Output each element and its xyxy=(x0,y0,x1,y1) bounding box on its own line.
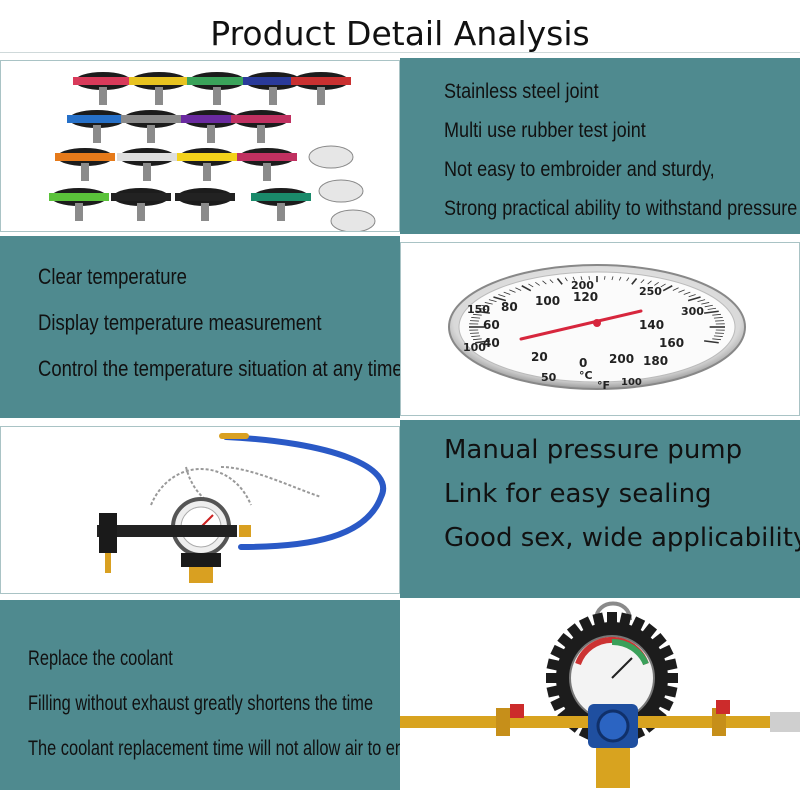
section-1-lines: Stainless steel joint Multi use rubber t… xyxy=(444,72,800,228)
coolant-manifold-image xyxy=(400,600,800,800)
feature-line: Manual pressure pump xyxy=(444,435,743,465)
gauge-label: 0 xyxy=(579,356,587,370)
feature-line: Link for easy sealing xyxy=(444,479,712,509)
section-1: Stainless steel joint Multi use rubber t… xyxy=(0,58,800,234)
gauge-label: 40 xyxy=(483,336,500,350)
temperature-gauge-dial-illustration: 60 40 80 20 100 120 140 160 180 200 200 … xyxy=(448,264,746,392)
section-3: Manual pressure pump Link for easy seali… xyxy=(0,420,800,598)
section-4-lines: Replace the coolant Filling without exha… xyxy=(28,636,535,771)
title-divider xyxy=(0,52,800,53)
coolant-manifold-illustration xyxy=(400,601,800,788)
section-2: Clear temperature Display temperature me… xyxy=(0,236,800,418)
section-1-text-panel: Stainless steel joint Multi use rubber t… xyxy=(400,58,800,234)
pressure-pump-image xyxy=(0,426,400,594)
gauge-label: 80 xyxy=(501,300,518,314)
gauge-label: 180 xyxy=(643,354,668,368)
section-3-lines: Manual pressure pump Link for easy seali… xyxy=(444,428,800,560)
gauge-label: 160 xyxy=(659,336,684,350)
temperature-gauge-image: 60 40 80 20 100 120 140 160 180 200 200 … xyxy=(400,242,800,416)
section-3-text-panel: Manual pressure pump Link for easy seali… xyxy=(400,420,800,598)
gauge-label: 20 xyxy=(531,350,548,364)
gauge-unit-f: °F xyxy=(597,379,610,392)
gauge-label: 140 xyxy=(639,318,664,332)
gauge-label: 100 xyxy=(463,341,486,354)
section-2-text-panel: Clear temperature Display temperature me… xyxy=(0,236,403,418)
feature-line: Multi use rubber test joint xyxy=(444,119,646,142)
feature-line: Stainless steel joint xyxy=(444,80,599,103)
feature-line: Not easy to embroider and sturdy, xyxy=(444,158,715,181)
feature-line: Good sex, wide applicability xyxy=(444,523,800,553)
rubber-test-joint-adapters-image xyxy=(0,60,400,232)
feature-line: Replace the coolant xyxy=(28,647,173,670)
gauge-needle xyxy=(519,309,643,341)
feature-line: The coolant replacement time will not al… xyxy=(28,737,424,760)
gauge-label: 50 xyxy=(541,371,557,384)
gauge-label: 150 xyxy=(467,303,490,316)
gauge-label: 200 xyxy=(609,352,634,366)
feature-line: Clear temperature xyxy=(38,264,187,289)
section-2-lines: Clear temperature Display temperature me… xyxy=(38,254,472,392)
section-4: Replace the coolant Filling without exha… xyxy=(0,600,800,800)
gauge-label: 300 xyxy=(681,305,704,318)
gauge-label: 200 xyxy=(571,279,594,292)
gauge-unit-c: °C xyxy=(579,369,593,382)
gauge-label: 120 xyxy=(573,290,598,304)
feature-line: Control the temperature situation at any… xyxy=(38,356,403,381)
section-4-text-panel: Replace the coolant Filling without exha… xyxy=(0,600,423,790)
feature-line: Filling without exhaust greatly shortens… xyxy=(28,692,374,715)
gauge-label: 100 xyxy=(621,377,642,388)
adapter-set-illustration xyxy=(49,72,376,231)
feature-line: Strong practical ability to withstand pr… xyxy=(444,197,798,220)
feature-line: Display temperature measurement xyxy=(38,310,322,335)
gauge-label: 250 xyxy=(639,285,662,298)
page-title: Product Detail Analysis xyxy=(210,14,590,53)
gauge-label: 100 xyxy=(535,294,560,308)
pressure-pump-illustration xyxy=(97,433,386,583)
gauge-label: 60 xyxy=(483,318,500,332)
